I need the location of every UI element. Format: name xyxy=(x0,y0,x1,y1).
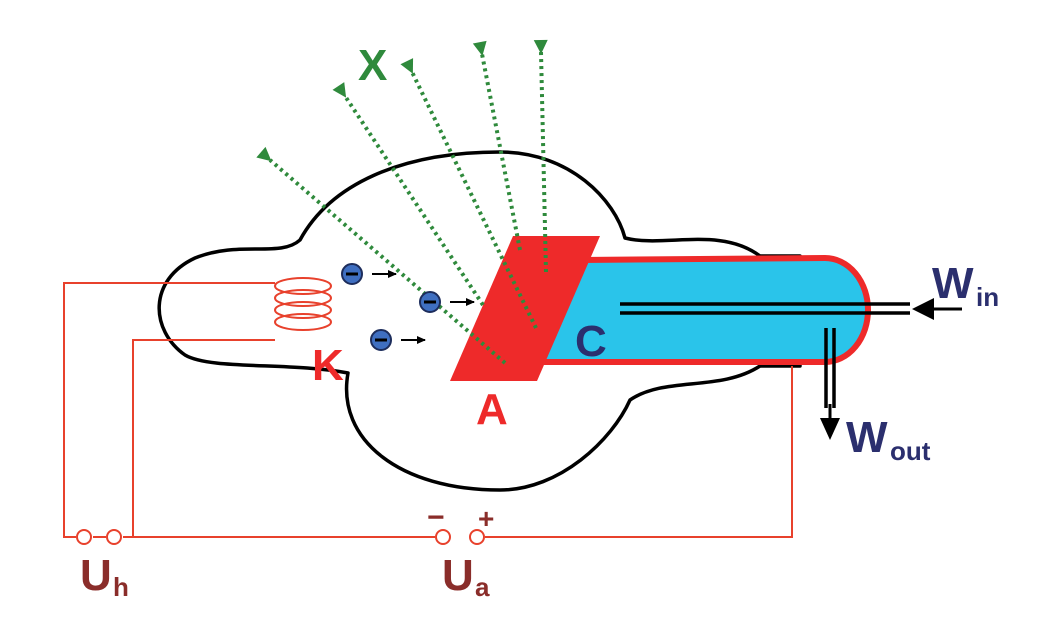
water-in-arrow-icon xyxy=(912,298,934,320)
xray-ray-5 xyxy=(533,39,548,273)
anode-voltage-subscript: a xyxy=(475,572,490,602)
heater-terminal-right xyxy=(106,529,122,545)
heater-voltage-subscript: h xyxy=(113,572,129,602)
electron-1 xyxy=(341,263,397,285)
electron-2 xyxy=(419,291,475,313)
water-out-label: W xyxy=(846,413,888,462)
cooling-label: C xyxy=(575,317,607,366)
water-in-label: W xyxy=(932,259,974,308)
water-out-subscript: out xyxy=(890,436,931,466)
anode-terminal-minus xyxy=(435,529,451,545)
xray-paths xyxy=(256,39,548,365)
xray-ray-3 xyxy=(400,58,538,329)
water-out-arrow-icon xyxy=(820,418,840,440)
glass-envelope xyxy=(157,150,802,492)
water-in-subscript: in xyxy=(976,282,999,312)
xray-ray-1 xyxy=(256,146,507,365)
minus-sign: − xyxy=(427,501,445,534)
anode-label: A xyxy=(476,385,508,434)
circuit-wires xyxy=(63,282,793,538)
anode-voltage-label: U xyxy=(442,551,474,600)
xray-ray-2 xyxy=(332,82,485,307)
electron-3 xyxy=(370,329,426,351)
cathode-filament xyxy=(274,277,332,331)
xray-ray-4 xyxy=(472,40,522,251)
water-pipes xyxy=(620,302,910,408)
anode-terminal-plus xyxy=(469,529,485,545)
electrons xyxy=(341,263,475,351)
terminals xyxy=(76,529,485,545)
plus-sign: + xyxy=(478,503,494,534)
heater-terminal-left xyxy=(76,529,92,545)
heater-voltage-label: U xyxy=(80,551,112,600)
xray-label: X xyxy=(358,41,387,90)
cathode-label: K xyxy=(312,341,344,390)
